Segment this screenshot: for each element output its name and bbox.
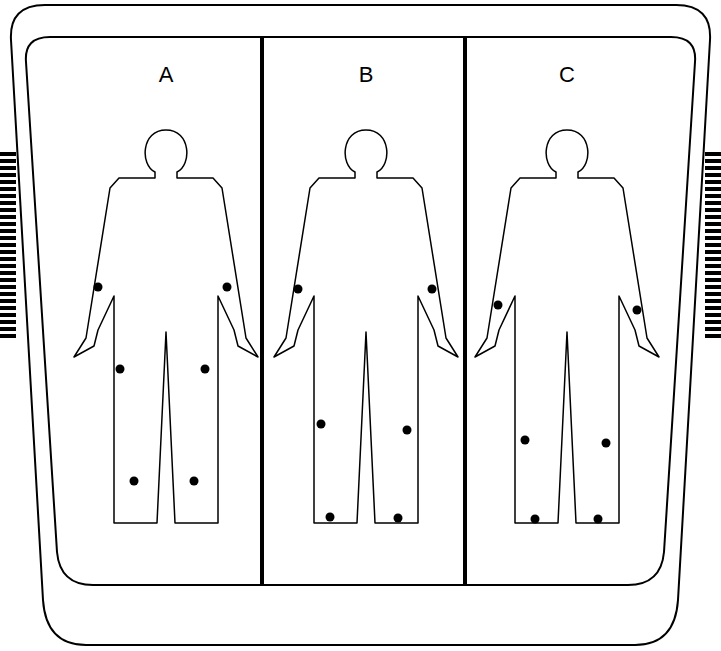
grip-stripe (0, 292, 16, 296)
panel-label-box: C (553, 59, 581, 92)
electrode-dot (531, 515, 540, 524)
grip-stripe (0, 194, 16, 198)
panel-letter: B (359, 63, 374, 87)
grip-stripe (0, 229, 16, 233)
grip-stripe (705, 271, 721, 275)
grip-stripe (0, 327, 16, 331)
electrode-dot (602, 439, 611, 448)
display-panel (26, 37, 695, 585)
grip-stripe (705, 257, 721, 261)
grip-stripe (705, 180, 721, 184)
electrode-dot (223, 283, 232, 292)
grip-stripe (0, 334, 16, 338)
grip-stripe (0, 159, 16, 163)
electrode-dot (428, 285, 437, 294)
grip-stripe (0, 320, 16, 324)
body-outline (74, 130, 258, 523)
grip-stripe (705, 215, 721, 219)
panel-label-box: B (353, 59, 380, 92)
grip-stripe (0, 152, 16, 156)
grip-stripe (705, 243, 721, 247)
grip-stripe (0, 285, 16, 289)
electrode-dot (521, 436, 530, 445)
grip-stripe (705, 327, 721, 331)
electrode-dot (130, 477, 139, 486)
grip-stripe (0, 264, 16, 268)
panel-divider (260, 37, 264, 585)
grip-stripe (705, 152, 721, 156)
grip-stripe (705, 264, 721, 268)
grip-stripe (0, 243, 16, 247)
panel-letter: C (559, 63, 575, 87)
electrode-dot (190, 477, 199, 486)
electrode-dot (494, 301, 503, 310)
electrode-dot (94, 283, 103, 292)
grip-stripe (0, 208, 16, 212)
grip-stripe (705, 334, 721, 338)
grip-stripe (0, 257, 16, 261)
grip-stripe (705, 292, 721, 296)
grip-stripe (705, 187, 721, 191)
electrode-dot (403, 426, 412, 435)
body-outline (475, 130, 659, 523)
grip-stripe (0, 313, 16, 317)
panel-label-box: A (153, 59, 180, 92)
grip-stripe (0, 187, 16, 191)
grip-stripe (705, 208, 721, 212)
panel-letter: A (159, 63, 174, 87)
grip-stripe (705, 299, 721, 303)
grip-stripe (0, 215, 16, 219)
device-housing (11, 5, 710, 645)
grip-stripe (705, 194, 721, 198)
body-figures (74, 130, 659, 524)
grip-stripe (705, 222, 721, 226)
grip-stripe (705, 236, 721, 240)
grip-stripe (0, 180, 16, 184)
grip-stripe (705, 285, 721, 289)
electrode-dot (326, 513, 335, 522)
grip-stripe (0, 236, 16, 240)
electrode-dot (201, 365, 210, 374)
grip-stripe (705, 201, 721, 205)
electrode-dot (317, 420, 326, 429)
grip-stripe (705, 306, 721, 310)
body-outline (274, 130, 458, 523)
grip-stripe (0, 250, 16, 254)
grip-stripe (0, 299, 16, 303)
grip-stripe (0, 173, 16, 177)
panel-divider (463, 37, 467, 585)
electrode-dot (116, 365, 125, 374)
grip-stripe (0, 278, 16, 282)
grip-stripe (705, 166, 721, 170)
grip-stripe (0, 271, 16, 275)
grip-stripe (0, 222, 16, 226)
electrode-dot (633, 306, 642, 315)
grip-stripe (705, 229, 721, 233)
electrode-dot (294, 285, 303, 294)
grip-stripe (0, 306, 16, 310)
grip-stripe (705, 320, 721, 324)
electrode-dot (394, 514, 403, 523)
electrode-dot (594, 515, 603, 524)
grip-stripe (0, 201, 16, 205)
grip-stripe (705, 313, 721, 317)
grip-stripe (705, 159, 721, 163)
grip-stripe (705, 173, 721, 177)
grip-stripe (705, 278, 721, 282)
grip-stripe (705, 250, 721, 254)
grip-stripe (0, 166, 16, 170)
